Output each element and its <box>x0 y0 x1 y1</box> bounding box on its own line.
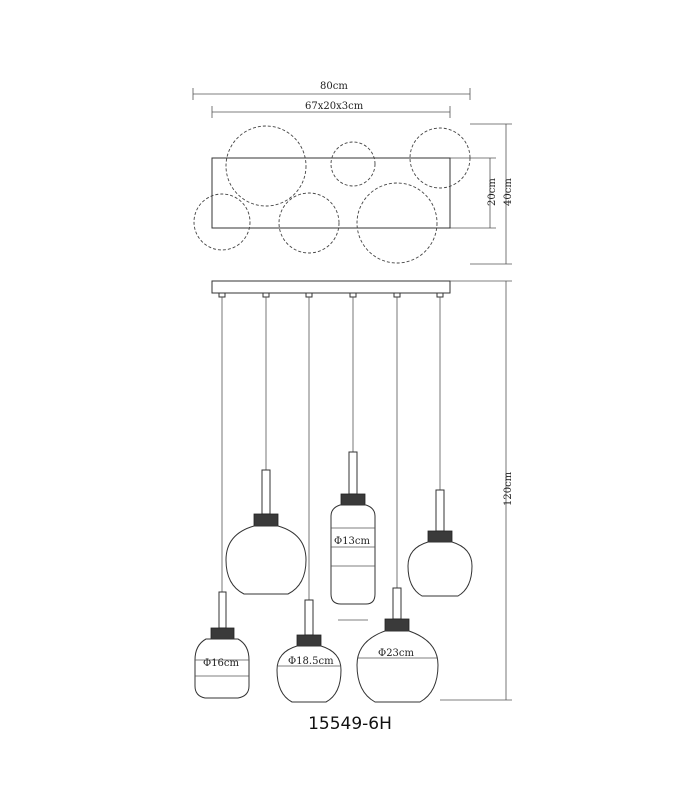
pendant-bowl-upper-right <box>407 297 473 597</box>
pendant-bowl-upper-left <box>225 297 307 595</box>
dimension-20cm: 20cm <box>487 158 498 228</box>
shade-label-13: Φ13cm <box>334 536 371 547</box>
dimension-120cm: 120cm <box>440 280 514 701</box>
shade-label-18-5: Φ18.5cm <box>288 656 334 667</box>
dimension-canopy-width: 67x20x3cm <box>211 101 451 118</box>
dimension-120cm-label: 120cm <box>503 471 514 506</box>
top-view: 80cm 67x20x3cm 20cm 40cm <box>192 81 514 265</box>
dimension-canopy-label: 67x20x3cm <box>305 101 364 112</box>
model-number: 15549-6H <box>308 714 392 734</box>
shade-circle-4 <box>193 193 251 251</box>
shade-circle-6 <box>356 182 438 264</box>
dimension-40cm-label: 40cm <box>503 178 514 206</box>
shade-label-23: Φ23cm <box>378 648 415 659</box>
canopy-outline-top <box>211 157 451 229</box>
pendant-tall-cylinder: Φ13cm <box>330 297 376 621</box>
shade-circle-1 <box>225 125 307 207</box>
pendant-large-bowl: Φ23cm <box>356 297 439 703</box>
canopy-bar <box>211 280 451 294</box>
shade-circle-3 <box>409 127 471 189</box>
dimension-40cm: 40cm <box>503 124 514 264</box>
shade-circle-5 <box>278 192 340 254</box>
shade-label-16: Φ16cm <box>203 658 240 669</box>
pendant-small-cylinder: Φ16cm <box>194 297 250 699</box>
dimension-20cm-label: 20cm <box>487 178 498 206</box>
pendant-bowl-lower-left: Φ18.5cm <box>276 297 342 703</box>
side-view: 120cm Φ16cm Φ18.5cm <box>194 280 514 703</box>
dimension-80cm: 80cm <box>192 81 471 100</box>
dimension-80cm-label: 80cm <box>320 81 348 92</box>
shade-circle-2 <box>330 141 376 187</box>
